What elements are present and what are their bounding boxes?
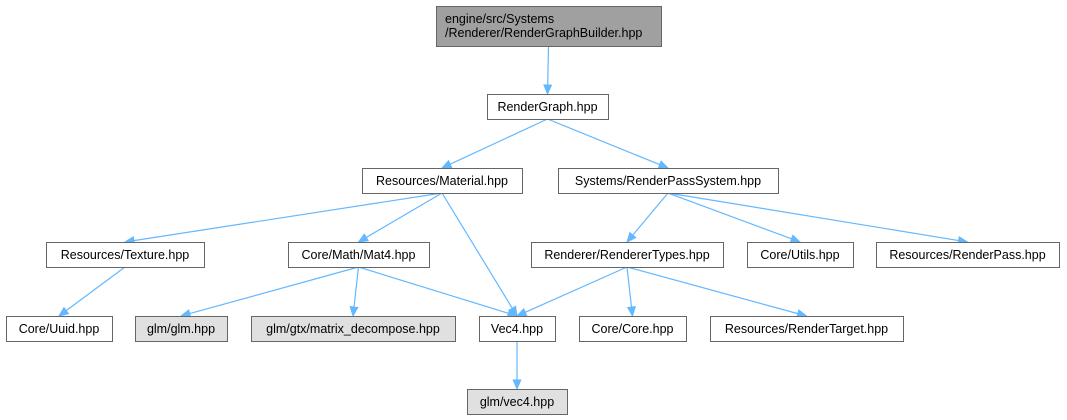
node-renderertypes[interactable]: Renderer/RendererTypes.hpp (531, 242, 724, 268)
node-label-line: /Renderer/RenderGraphBuilder.hpp (445, 26, 642, 40)
edges-layer (57, 45, 969, 391)
edge-line (353, 266, 360, 308)
edge-line (441, 192, 513, 309)
node-box (436, 6, 662, 47)
node-box (288, 242, 430, 268)
edge-arrowhead (512, 379, 522, 391)
node-box (479, 316, 556, 342)
edge-line (632, 192, 669, 236)
edge-arrowhead (626, 231, 637, 243)
node-box (487, 94, 609, 120)
nodes-layer: engine/src/Systems/Renderer/RenderGraphB… (6, 6, 1060, 415)
edge-renderpasssystem-to-utils (667, 192, 802, 243)
node-box (876, 242, 1060, 268)
node-label: Resources/RenderTarget.hpp (725, 322, 888, 336)
edge-material-to-mat4 (357, 192, 443, 243)
node-material[interactable]: Resources/Material.hpp (362, 168, 523, 194)
edge-arrowhead (349, 306, 359, 318)
edge-arrowhead (543, 84, 553, 96)
edge-texture-to-uuid (57, 266, 126, 317)
edge-mat4-to-glm (179, 266, 359, 318)
edge-line (189, 266, 359, 315)
node-box (558, 168, 779, 194)
node-label: Systems/RenderPassSystem.hpp (575, 174, 761, 188)
node-box (710, 316, 904, 342)
node-box (579, 316, 687, 342)
node-box (747, 242, 854, 268)
node-utils[interactable]: Core/Utils.hpp (747, 242, 854, 268)
node-box (531, 242, 724, 268)
edge-line (547, 118, 660, 166)
edge-line (626, 266, 798, 315)
node-label: Core/Uuid.hpp (19, 322, 100, 336)
edge-arrowhead (57, 306, 70, 317)
node-uuid[interactable]: Core/Uuid.hpp (6, 316, 113, 342)
node-label: Renderer/RendererTypes.hpp (544, 248, 709, 262)
edge-rendergraph-to-renderpasssystem (547, 118, 670, 169)
node-matrix_decompose[interactable]: glm/gtx/matrix_decompose.hpp (251, 316, 456, 342)
node-core[interactable]: Core/Core.hpp (579, 316, 687, 342)
node-rendertarget[interactable]: Resources/RenderTarget.hpp (710, 316, 904, 342)
node-box (362, 168, 523, 194)
node-glmvec4[interactable]: glm/vec4.hpp (467, 389, 568, 415)
node-label: glm/glm.hpp (147, 322, 215, 336)
edge-line (133, 192, 443, 242)
edge-renderertypes-to-rendertarget (626, 266, 808, 318)
edge-arrowhead (789, 234, 802, 243)
node-label: Vec4.hpp (491, 322, 543, 336)
edge-line (365, 192, 443, 238)
node-label: Core/Utils.hpp (760, 248, 839, 262)
node-rendergraph[interactable]: RenderGraph.hpp (487, 94, 609, 120)
node-box (467, 389, 568, 415)
edge-material-to-texture (123, 192, 443, 246)
edge-line (626, 266, 633, 308)
edge-line (65, 266, 126, 312)
node-texture[interactable]: Resources/Texture.hpp (46, 242, 205, 268)
edge-line (449, 118, 548, 165)
node-label: RenderGraph.hpp (497, 100, 597, 114)
edge-arrowhead (657, 160, 670, 169)
node-box (135, 316, 228, 342)
node-label: glm/vec4.hpp (480, 395, 554, 409)
node-label: Resources/Material.hpp (376, 174, 508, 188)
node-box (6, 316, 113, 342)
node-renderpass[interactable]: Resources/RenderPass.hpp (876, 242, 1060, 268)
edge-mat4-to-vec4 (358, 266, 519, 318)
edge-renderpasssystem-to-renderpass (667, 192, 969, 245)
edge-material-to-vec4 (441, 192, 518, 318)
edge-rendergraph-to-material (440, 118, 548, 169)
node-glm[interactable]: glm/glm.hpp (135, 316, 228, 342)
edge-mat4-to-matrix_decompose (349, 266, 360, 318)
node-renderpasssystem[interactable]: Systems/RenderPassSystem.hpp (558, 168, 779, 194)
edge-renderertypes-to-vec4 (515, 266, 628, 317)
edge-arrowhead (440, 159, 453, 169)
node-label: Core/Math/Mat4.hpp (302, 248, 416, 262)
edge-arrowhead (357, 233, 369, 243)
edge-renderertypes-to-core (626, 266, 636, 318)
edge-line (524, 266, 628, 313)
node-root[interactable]: engine/src/Systems/Renderer/RenderGraphB… (436, 6, 662, 47)
edge-vec4-to-glmvec4 (512, 341, 522, 391)
edge-root-to-rendergraph (543, 45, 553, 96)
node-label: glm/gtx/matrix_decompose.hpp (266, 322, 440, 336)
node-box (46, 242, 205, 268)
node-label: Resources/RenderPass.hpp (889, 248, 1045, 262)
edge-arrowhead (515, 307, 528, 317)
node-label-line: engine/src/Systems (445, 12, 554, 26)
edge-line (358, 266, 509, 314)
edge-line (667, 192, 959, 242)
node-mat4[interactable]: Core/Math/Mat4.hpp (288, 242, 430, 268)
node-label: Resources/Texture.hpp (61, 248, 190, 262)
node-vec4[interactable]: Vec4.hpp (479, 316, 556, 342)
node-box (251, 316, 456, 342)
edge-renderpasssystem-to-renderertypes (626, 192, 669, 243)
node-label: Core/Core.hpp (592, 322, 674, 336)
edge-line (667, 192, 792, 240)
edge-arrowhead (626, 306, 636, 318)
edge-line (547, 45, 550, 86)
